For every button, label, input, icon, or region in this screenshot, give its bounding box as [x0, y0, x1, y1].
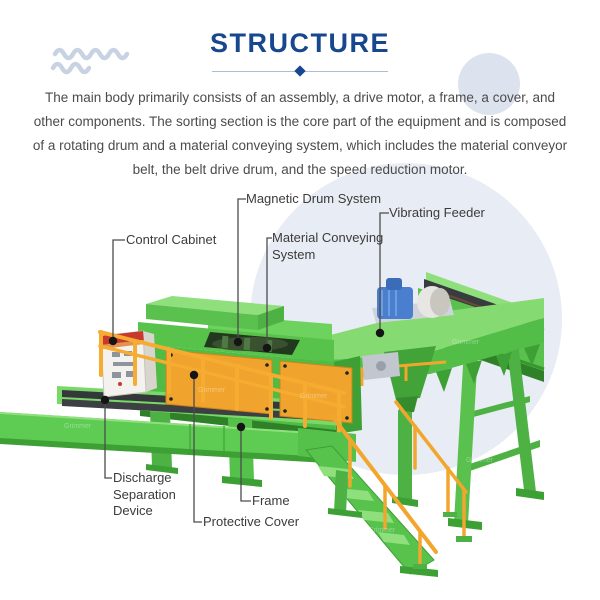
protective-panel-right	[279, 360, 353, 424]
stair-railings	[330, 400, 468, 568]
description-line: other components. The sorting section is…	[33, 114, 567, 129]
wave-line-top	[52, 47, 130, 61]
page-title: STRUCTURE	[210, 28, 390, 58]
wave-line-bottom	[50, 61, 92, 75]
callout-dot-vibrating-feeder	[375, 328, 385, 338]
label-material-conveying-system: Material Conveying System	[272, 230, 384, 262]
watermark-text: Grimmer	[466, 457, 494, 464]
watermark-text: Grimmer	[300, 393, 328, 400]
background-circle-small	[458, 53, 520, 115]
callout-dot-protective-cover	[189, 370, 199, 380]
drive-motor	[372, 278, 454, 323]
callout-line-vibrating-feeder	[379, 212, 389, 333]
callout-line-control-cabinet	[112, 239, 125, 341]
front-guard-railing	[98, 330, 346, 435]
protective-panel-left	[165, 349, 273, 415]
callout-line-frame	[240, 427, 251, 502]
watermark-text: Grimmer	[198, 387, 226, 394]
watermark-text: Grimmer	[452, 339, 480, 346]
title-underline	[212, 65, 388, 77]
callout-dot-discharge	[100, 395, 110, 405]
callout-line-magnetic-drum	[237, 198, 246, 342]
label-discharge-separation-device: Discharge Separation Device	[113, 470, 176, 518]
watermark-text: Grimmer	[368, 527, 396, 534]
callout-lines	[104, 198, 389, 523]
description-line: of a rotating drum and a material convey…	[32, 138, 568, 153]
callout-dot-frame	[236, 422, 246, 432]
decorative-waves	[50, 47, 130, 75]
header: STRUCTURE	[0, 28, 600, 77]
callout-line-discharge	[104, 400, 112, 479]
label-magnetic-drum-system: Magnetic Drum System	[246, 191, 382, 206]
conveyor-support-frame	[448, 340, 544, 530]
protective-cover-panels	[165, 349, 353, 424]
housing-lid	[146, 296, 284, 315]
watermark-text: Grimmer	[64, 423, 92, 430]
description-paragraph: The main body primarily consists of an a…	[20, 86, 580, 182]
callout-dot-material-conveying	[262, 343, 272, 353]
label-protective-cover: Protective Cover	[203, 514, 300, 529]
brand-watermarks: Grimmer Grimmer Grimmer Grimmer Grimmer …	[64, 339, 494, 534]
feeder-deck	[288, 298, 544, 362]
description-line: belt, the belt drive drum, and the speed…	[132, 162, 468, 177]
label-control-cabinet: Control Cabinet	[126, 232, 217, 247]
railing-feet	[413, 512, 472, 569]
callout-dot-magnetic-drum	[233, 337, 243, 347]
label-vibrating-feeder: Vibrating Feeder	[389, 205, 485, 220]
description-line: The main body primarily consists of an a…	[45, 90, 555, 105]
label-frame: Frame	[252, 493, 290, 508]
discharge-belt-2	[62, 399, 336, 421]
callout-line-material-conveying	[266, 237, 272, 348]
callout-dots	[100, 328, 385, 432]
callout-dot-control-cabinet	[108, 336, 118, 346]
callout-line-protective-cover	[193, 375, 202, 523]
